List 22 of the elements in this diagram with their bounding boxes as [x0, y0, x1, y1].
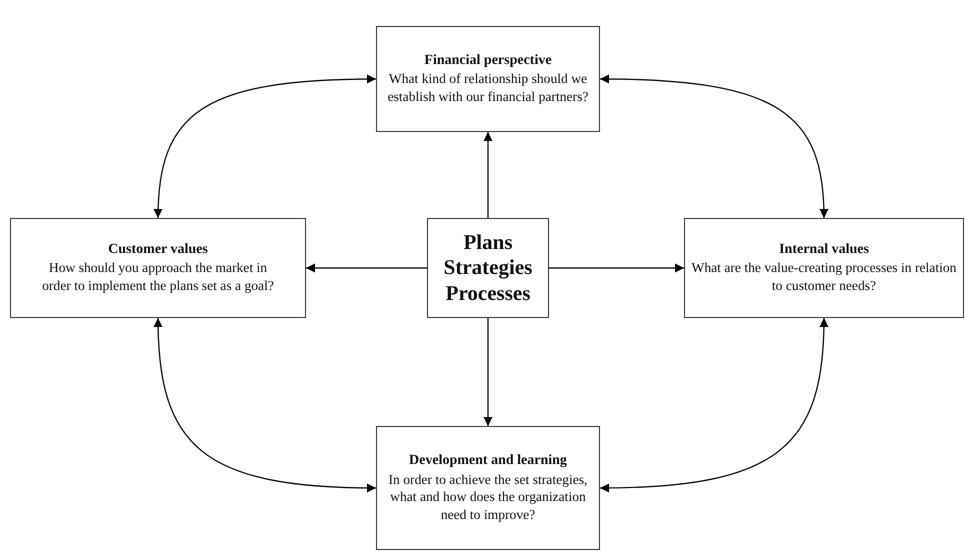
- perspective-box: [684, 218, 964, 318]
- curved-arrow: [154, 74, 376, 218]
- arrow: [549, 264, 684, 272]
- curved-arrow: [600, 74, 828, 218]
- perspective-box: [376, 26, 600, 132]
- box-heading: Development and learning: [409, 452, 567, 470]
- perspective-box: [376, 426, 600, 550]
- box-heading: Financial perspective: [424, 52, 552, 70]
- box-question: In order to achieve the set strategies, what and how does the organization need to improve?: [388, 470, 588, 524]
- box-question: How should you approach the market in order to implement the plans set as a goal?: [41, 259, 275, 295]
- arrow: [306, 264, 427, 272]
- perspective-box: [10, 218, 306, 318]
- box-question: What kind of relationship should we establish with our financial partners?: [386, 70, 590, 106]
- center-box: [427, 218, 549, 318]
- box-heading: Plans Strategies Processes: [442, 230, 534, 306]
- box-heading: Customer values: [108, 241, 208, 260]
- box-question: What are the value-creating processes in relation to customer needs?: [690, 259, 958, 295]
- arrow: [484, 132, 492, 218]
- curved-arrow: [154, 318, 376, 492]
- arrow: [484, 318, 492, 426]
- box-heading: Internal values: [779, 241, 869, 260]
- curved-arrow: [600, 318, 828, 492]
